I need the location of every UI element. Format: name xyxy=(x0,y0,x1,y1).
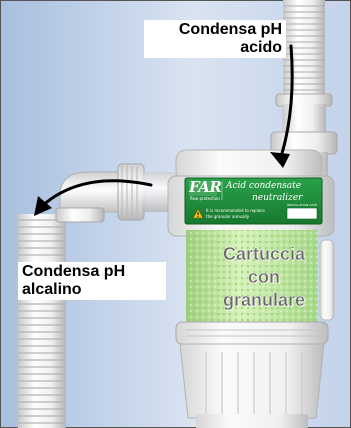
installation-date-label: INSTALLATION DATE xyxy=(287,203,317,207)
acid-label-line1: Condensa pH xyxy=(178,21,282,38)
acid-label-line2: acido xyxy=(240,39,282,56)
neutralizer-body xyxy=(167,149,335,428)
cartridge-text-line2: con xyxy=(247,267,280,287)
acid-arrow-head xyxy=(270,152,290,168)
flow-arrow-icon xyxy=(38,44,294,210)
cartridge-text-line3: granulare xyxy=(222,290,306,310)
alkaline-condensate-label: Condensa pH alcalino xyxy=(18,262,166,300)
alkaline-arrow-head xyxy=(34,196,52,216)
alkaline-label-line1: Condensa pH xyxy=(22,263,126,280)
installation-date-box xyxy=(286,207,318,220)
cartridge-text-line1: Cartuccia xyxy=(222,244,306,264)
label-notice-2: the granular annually xyxy=(206,214,250,219)
brand-logo: FAR xyxy=(189,178,222,196)
acid-condensate-label: Condensa pH acido xyxy=(144,20,286,58)
label-title-1: Acid condensate xyxy=(226,181,302,191)
label-notice-1: It is recommended to replace xyxy=(206,208,265,213)
alkaline-label-line2: alcalino xyxy=(22,281,82,298)
brand-subtitle: flow protection xyxy=(190,196,220,201)
product-label xyxy=(184,177,323,225)
label-title-2: neutralizer xyxy=(252,193,303,203)
